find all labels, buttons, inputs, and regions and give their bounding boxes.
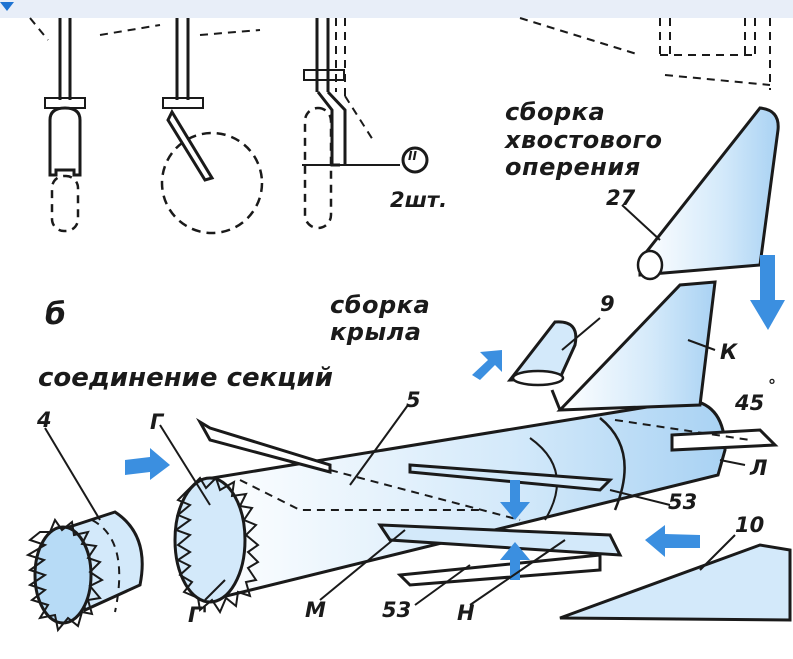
tail-assembly-title-1: сборка <box>505 98 606 126</box>
section-letter: б <box>45 297 66 332</box>
wing-assembly-title-2: крыла <box>330 318 422 346</box>
stabilizer-27 <box>636 106 780 281</box>
pointer-icon <box>0 2 14 11</box>
part-g-prime-label: Г' <box>188 603 208 627</box>
quantity-marker: II <box>408 149 417 163</box>
part-9 <box>506 320 578 387</box>
tail-assembly-title-3: оперения <box>505 153 641 181</box>
part-53-upper-label: 53 <box>668 490 698 514</box>
landing-gear-details <box>29 17 771 235</box>
part-m-label: М <box>305 598 326 622</box>
direction-arrows <box>125 255 785 580</box>
quantity-label: 2шт. <box>390 188 448 212</box>
fin-k <box>550 280 717 412</box>
part-53-lower-label: 53 <box>382 598 412 622</box>
part-27-label: 27 <box>606 186 636 210</box>
part-4-label: 4 <box>37 408 52 432</box>
tail-assembly-title-2: хвостового <box>505 126 663 154</box>
part-9-label: 9 <box>600 292 615 316</box>
section-4 <box>25 510 144 633</box>
wing-assembly-title-1: сборка <box>330 291 431 319</box>
part-10-label: 10 <box>735 513 765 537</box>
part-k-label: К <box>720 340 738 364</box>
wing-parts <box>195 417 792 622</box>
leader-lines <box>44 204 746 606</box>
part-g-label: Г <box>150 410 164 434</box>
part-l-label: Л <box>750 456 768 480</box>
top-strip <box>0 0 793 18</box>
degree-mark: ° <box>768 376 776 395</box>
angle-45-label: 45 <box>735 391 765 415</box>
part-n-label: Н <box>457 601 475 625</box>
part-5-label: 5 <box>406 388 421 412</box>
section-join-title: соединение секций <box>38 363 333 393</box>
